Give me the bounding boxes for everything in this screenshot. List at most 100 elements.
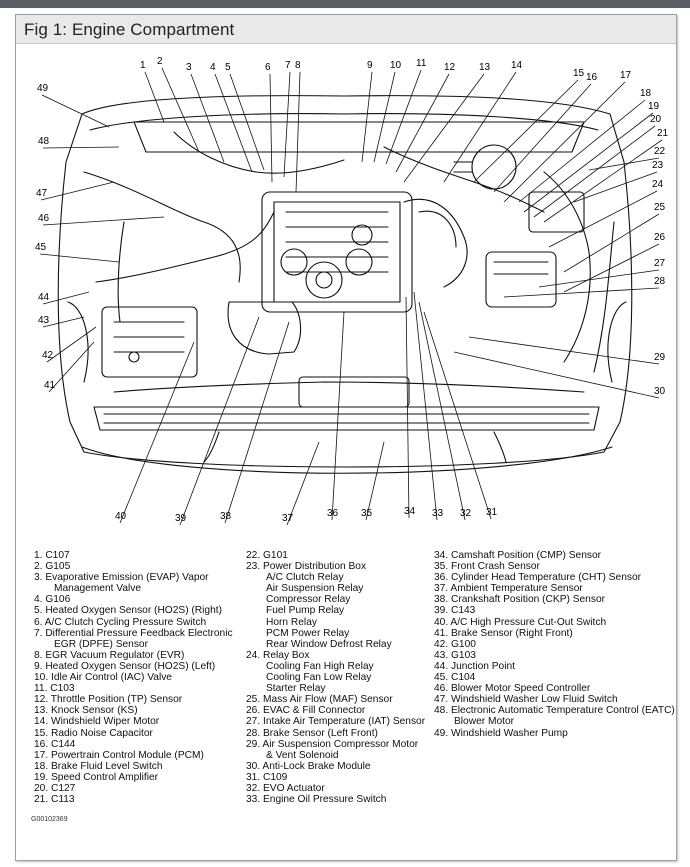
callout-number: 48: [38, 136, 50, 147]
callout-leader-line: [41, 94, 110, 128]
callout-leader-line: [538, 269, 660, 288]
legend-item: Horn Relay: [266, 616, 317, 628]
legend-item: 43. G103: [434, 649, 476, 661]
legend-item: 4. G106: [34, 594, 71, 606]
callout-number: 29: [654, 352, 666, 363]
callout-leader-line: [503, 81, 626, 203]
callout-number: 5: [225, 62, 231, 73]
legend-item: 6. A/C Clutch Cycling Pressure Switch: [34, 616, 207, 628]
callout-leader-line: [543, 139, 663, 223]
callout-leader-line: [48, 341, 95, 393]
callout-number: 20: [650, 114, 662, 125]
callout-leader-line: [179, 316, 260, 526]
callout-number: 46: [38, 213, 50, 224]
legend-item: 44. Junction Point: [434, 660, 515, 672]
legend-item: 13. Knock Sensor (KS): [34, 705, 138, 717]
legend-item: 3. Evaporative Emission (EVAP) Vapor: [34, 572, 209, 584]
callout-leader-line: [42, 216, 165, 226]
callout-number: 44: [38, 292, 50, 303]
callout-number: 13: [479, 62, 491, 73]
legend-item: 14. Windshield Wiper Motor: [34, 716, 160, 728]
callout-leader-line: [286, 441, 320, 526]
legend-item: 12. Throttle Position (TP) Sensor: [34, 694, 183, 706]
legend-item: 7. Differential Pressure Feedback Electr…: [34, 627, 233, 639]
callout-leader-line: [468, 336, 660, 365]
callout-leader-line: [518, 99, 646, 203]
callout-leader-line: [403, 73, 485, 183]
legend-item: 15. Radio Noise Capacitor: [34, 727, 153, 739]
legend-item: 28. Brake Sensor (Left Front): [246, 727, 378, 739]
top-bar: [0, 0, 690, 8]
legend-item: & Vent Solenoid: [266, 749, 339, 761]
legend-item: 22. G101: [246, 550, 288, 561]
callout-leader-line: [563, 243, 660, 293]
callout-number: 7: [285, 60, 291, 71]
legend-item: 24. Relay Box: [246, 649, 310, 661]
callout-leader-line: [361, 71, 373, 163]
callout-number: 41: [44, 380, 56, 391]
figure-title-bar: [16, 15, 676, 44]
legend-item: 20. C127: [34, 782, 76, 794]
engine-line-art: [57, 95, 633, 474]
callout-leader-line: [40, 181, 115, 201]
legend-item: Air Suspension Relay: [266, 583, 364, 595]
legend-item: EGR (DPFE) Sensor: [54, 638, 148, 650]
callout-leader-line: [453, 351, 660, 399]
legend-item: 29. Air Suspension Compressor Motor: [246, 738, 419, 750]
callout-number: 45: [35, 242, 47, 253]
callout-number: 10: [390, 60, 402, 71]
callout-number: 40: [115, 511, 127, 522]
callout-number: 4: [210, 62, 216, 73]
legend-item: Rear Window Defrost Relay: [266, 638, 392, 650]
callout-leader-line: [119, 341, 195, 524]
callout-leader-lines: [39, 67, 663, 526]
legend-item: 26. EVAC & Fill Connector: [246, 705, 366, 717]
callout-leader-line: [269, 73, 273, 183]
callout-number: 17: [620, 70, 632, 81]
callout-leader-line: [39, 253, 120, 263]
legend-item: 40. A/C High Pressure Cut-Out Switch: [434, 616, 607, 628]
image-code: G00102369: [31, 816, 68, 823]
legend-item: 35. Front Crash Sensor: [434, 561, 540, 573]
callout-leader-line: [548, 190, 658, 248]
callout-leader-line: [493, 83, 592, 193]
callout-leader-line: [373, 71, 396, 163]
callout-leader-line: [413, 291, 438, 521]
legend-item: 19. Speed Control Amplifier: [34, 771, 159, 783]
legend-item: 42. G100: [434, 638, 476, 650]
callout-leader-line: [385, 69, 422, 165]
callout-number: 42: [42, 350, 54, 361]
callout-leader-line: [423, 311, 492, 520]
legend-item: 23. Power Distribution Box: [246, 561, 367, 573]
callout-number: 26: [654, 232, 666, 243]
legend-item: 36. Cylinder Head Temperature (CHT) Sens…: [434, 572, 642, 584]
callout-leader-line: [190, 73, 225, 163]
callout-number: 49: [37, 83, 49, 94]
callout-number: 36: [327, 508, 339, 519]
callout-number: 6: [265, 62, 271, 73]
legend-item: Starter Relay: [266, 683, 326, 695]
callout-leader-line: [331, 311, 345, 521]
legend-item: 30. Anti-Lock Brake Module: [246, 760, 371, 772]
callout-leader-line: [418, 301, 466, 521]
legend-item: 32. EVO Actuator: [246, 782, 325, 794]
callout-number: 31: [486, 507, 498, 518]
callout-leader-line: [229, 73, 265, 171]
callout-leader-line: [46, 326, 97, 363]
legend-item: A/C Clutch Relay: [266, 572, 344, 584]
legend-item: 1. C107: [34, 550, 70, 561]
callout-leader-line: [573, 171, 658, 203]
callout-number: 12: [444, 62, 456, 73]
callout-number: 33: [432, 508, 444, 519]
callout-leader-line: [503, 287, 660, 298]
callout-number: 47: [36, 188, 48, 199]
legend-item: 18. Brake Fluid Level Switch: [34, 760, 163, 772]
callout-number: 16: [586, 72, 598, 83]
callout-leader-line: [533, 125, 656, 218]
callout-leader-line: [214, 73, 253, 173]
legend-item: 46. Blower Motor Speed Controller: [434, 683, 591, 695]
callout-number: 21: [657, 128, 668, 139]
